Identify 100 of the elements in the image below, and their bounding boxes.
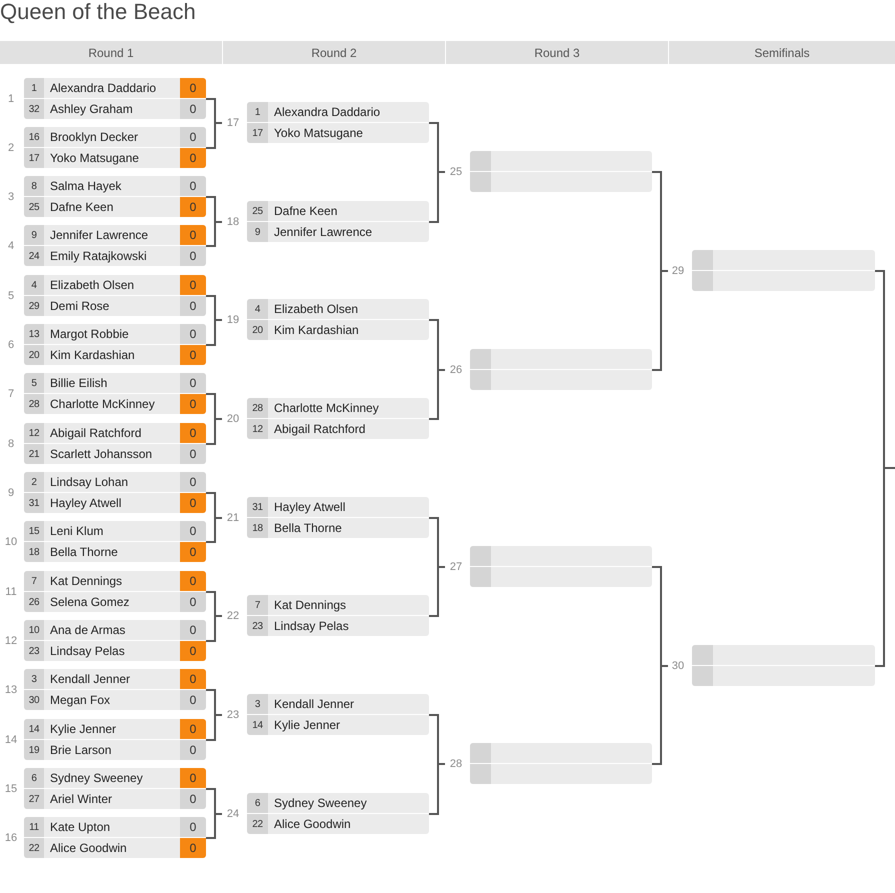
- match-box: [24, 472, 206, 513]
- match-number: 28: [450, 757, 462, 771]
- seed-number: 21: [24, 444, 44, 464]
- player-name: Bella Thorne: [274, 521, 342, 535]
- match-box: [24, 176, 206, 217]
- seed-number: 30: [24, 690, 44, 710]
- bracket-line: [429, 566, 445, 617]
- seed-number: 17: [24, 148, 44, 168]
- match-box: [470, 743, 652, 784]
- bracket-line: [875, 467, 895, 667]
- seed-number: 6: [24, 768, 44, 788]
- match-box: [470, 151, 652, 192]
- player-name: Alexandra Daddario: [50, 81, 156, 95]
- seed-number: 27: [24, 789, 44, 809]
- score: 0: [180, 669, 206, 689]
- match-box: [24, 127, 206, 168]
- match-number: 24: [226, 807, 240, 821]
- bracket-line: [206, 517, 222, 543]
- seed-number: 23: [247, 616, 268, 636]
- match-box: [247, 595, 429, 636]
- round-header: Round 1: [0, 41, 222, 64]
- seed-number: 15: [24, 521, 44, 541]
- seed-number: 13: [24, 324, 44, 344]
- match-box: [692, 250, 875, 291]
- player-name: Elizabeth Olsen: [50, 278, 134, 292]
- seed-number: 3: [247, 694, 268, 714]
- player-name: Emily Ratajkowski: [50, 249, 147, 263]
- player-name: Kendall Jenner: [274, 697, 354, 711]
- bracket-line: [206, 122, 222, 149]
- seed-number: 4: [247, 299, 268, 319]
- player-name: Lindsay Pelas: [50, 644, 125, 658]
- player-name: Sydney Sweeney: [274, 796, 367, 810]
- match-box: [247, 299, 429, 340]
- player-name: Charlotte McKinney: [274, 401, 379, 415]
- player-name: Alexandra Daddario: [274, 105, 380, 119]
- match-box: [24, 521, 206, 562]
- player-name: Kim Kardashian: [50, 348, 135, 362]
- match-box: [24, 620, 206, 661]
- match-box: [24, 373, 206, 414]
- seed-number: 14: [247, 715, 268, 735]
- player-name: Jennifer Lawrence: [50, 228, 148, 242]
- seed-number: 1: [24, 78, 44, 98]
- score: 0: [180, 817, 206, 837]
- match-number: 11: [5, 585, 17, 599]
- match-number: 30: [672, 659, 684, 673]
- match-box: [24, 225, 206, 266]
- seed-number: 9: [24, 225, 44, 245]
- seed-number: 28: [247, 398, 268, 418]
- player-name: Kat Dennings: [50, 574, 122, 588]
- match-box: [24, 768, 206, 809]
- seed-number: 22: [24, 838, 44, 858]
- score: 0: [180, 472, 206, 492]
- score: 0: [180, 197, 206, 217]
- seed-number: 4: [24, 275, 44, 295]
- match-number: 22: [226, 609, 240, 623]
- seed-number: 20: [247, 320, 268, 340]
- bracket-line: [429, 171, 445, 223]
- match-number: 17: [226, 116, 240, 130]
- match-number: 13: [4, 683, 18, 697]
- player-name: Sydney Sweeney: [50, 771, 143, 785]
- player-name: Selena Gomez: [50, 595, 130, 609]
- score: 0: [180, 719, 206, 739]
- score: 0: [180, 246, 206, 266]
- player-name: Abigail Ratchford: [50, 426, 142, 440]
- player-name: Salma Hayek: [50, 179, 122, 193]
- match-number: 26: [450, 363, 462, 377]
- score: 0: [180, 345, 206, 365]
- seed-number: 24: [24, 246, 44, 266]
- match-number: 23: [226, 708, 240, 722]
- score: 0: [180, 423, 206, 443]
- match-box: [24, 719, 206, 760]
- seed-number: 16: [24, 127, 44, 147]
- player-name: Ana de Armas: [50, 623, 126, 637]
- score: 0: [180, 571, 206, 591]
- player-name: Demi Rose: [50, 299, 110, 313]
- match-box: [247, 398, 429, 439]
- bracket-title: Queen of the Beach: [0, 0, 196, 24]
- seed-number: 2: [24, 472, 44, 492]
- score: 0: [180, 592, 206, 612]
- match-box: [470, 546, 652, 587]
- seed-number: 7: [24, 571, 44, 591]
- match-number: 19: [226, 313, 240, 327]
- seed-number: 18: [24, 542, 44, 562]
- bracket-line: [206, 221, 222, 247]
- player-name: Leni Klum: [50, 524, 104, 538]
- player-name: Alice Goodwin: [274, 817, 351, 831]
- match-number: 9: [8, 486, 14, 500]
- score: 0: [180, 373, 206, 393]
- match-number: 29: [672, 264, 684, 278]
- player-name: Jennifer Lawrence: [274, 225, 372, 239]
- match-box: [24, 817, 206, 858]
- score: 0: [180, 225, 206, 245]
- seed-number: 14: [24, 719, 44, 739]
- match-number: 20: [226, 412, 240, 426]
- seed-number: 11: [24, 817, 44, 837]
- score: 0: [180, 620, 206, 640]
- seed-number: 31: [247, 497, 268, 517]
- seed-number: 6: [247, 793, 268, 813]
- match-box: [24, 78, 206, 119]
- player-name: Brooklyn Decker: [50, 130, 138, 144]
